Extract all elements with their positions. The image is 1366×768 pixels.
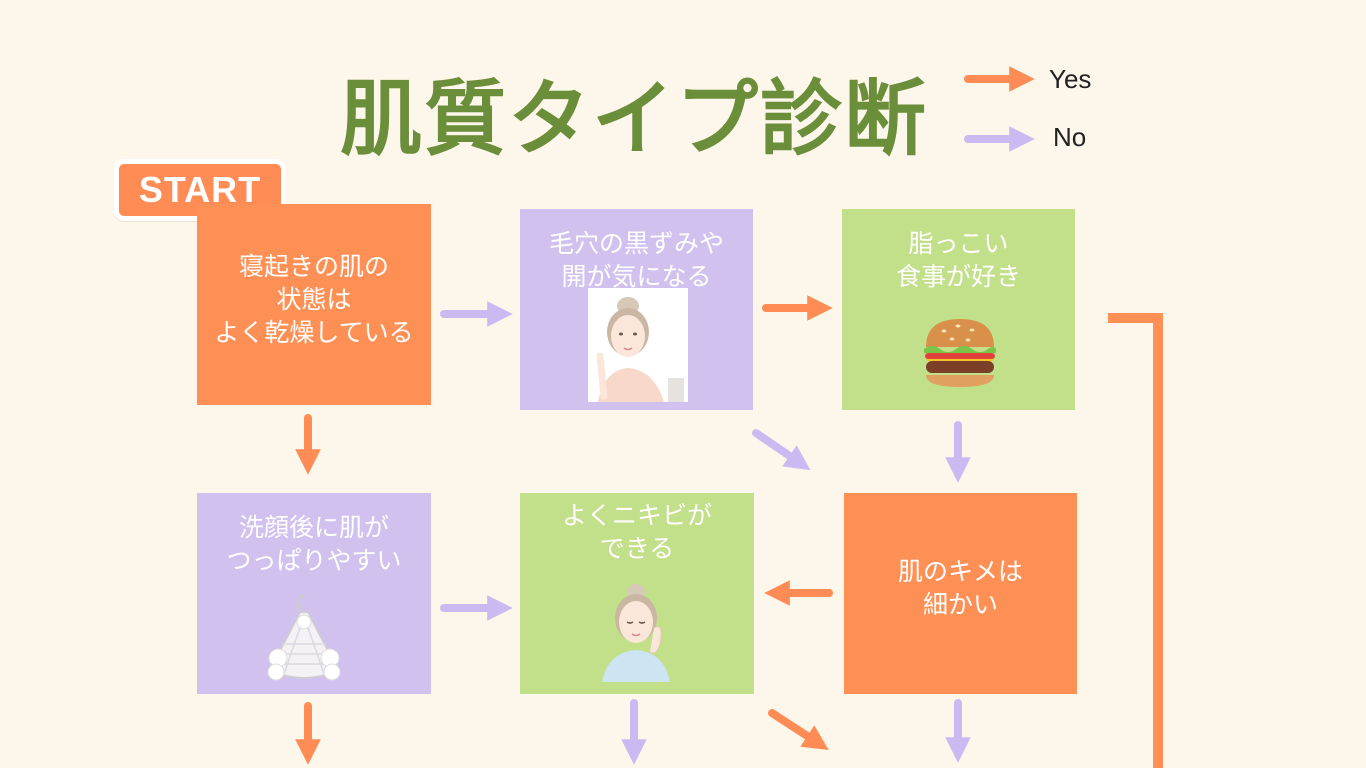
question-text: よくニキビが できる [561,501,712,563]
woman-pointing-icon [588,288,688,402]
question-text: 寝起きの肌の 状態は よく乾燥している [214,252,414,347]
hamburger-icon [924,319,996,387]
question-text: 脂っこい 食事が好き [895,229,1021,291]
question-text: 肌のキメは 細かい [897,557,1023,619]
question-text: 洗顔後に肌が つっぱりやすい [226,513,402,575]
question-box-dry-morning: 寝起きの肌の 状態は よく乾燥している [197,204,431,405]
woman-cheek-icon [602,584,670,682]
question-text: 毛穴の黒ずみや 開が気になる [548,229,724,291]
right-connector-line [1108,313,1163,768]
page-title: 肌質タイプ診断 [340,72,929,167]
legend-yes-label: Yes [1049,64,1092,94]
face-towel-icon [267,594,341,681]
legend-no-label: No [1053,122,1087,152]
question-box-fine-texture: 肌のキメは 細かい [844,493,1077,694]
